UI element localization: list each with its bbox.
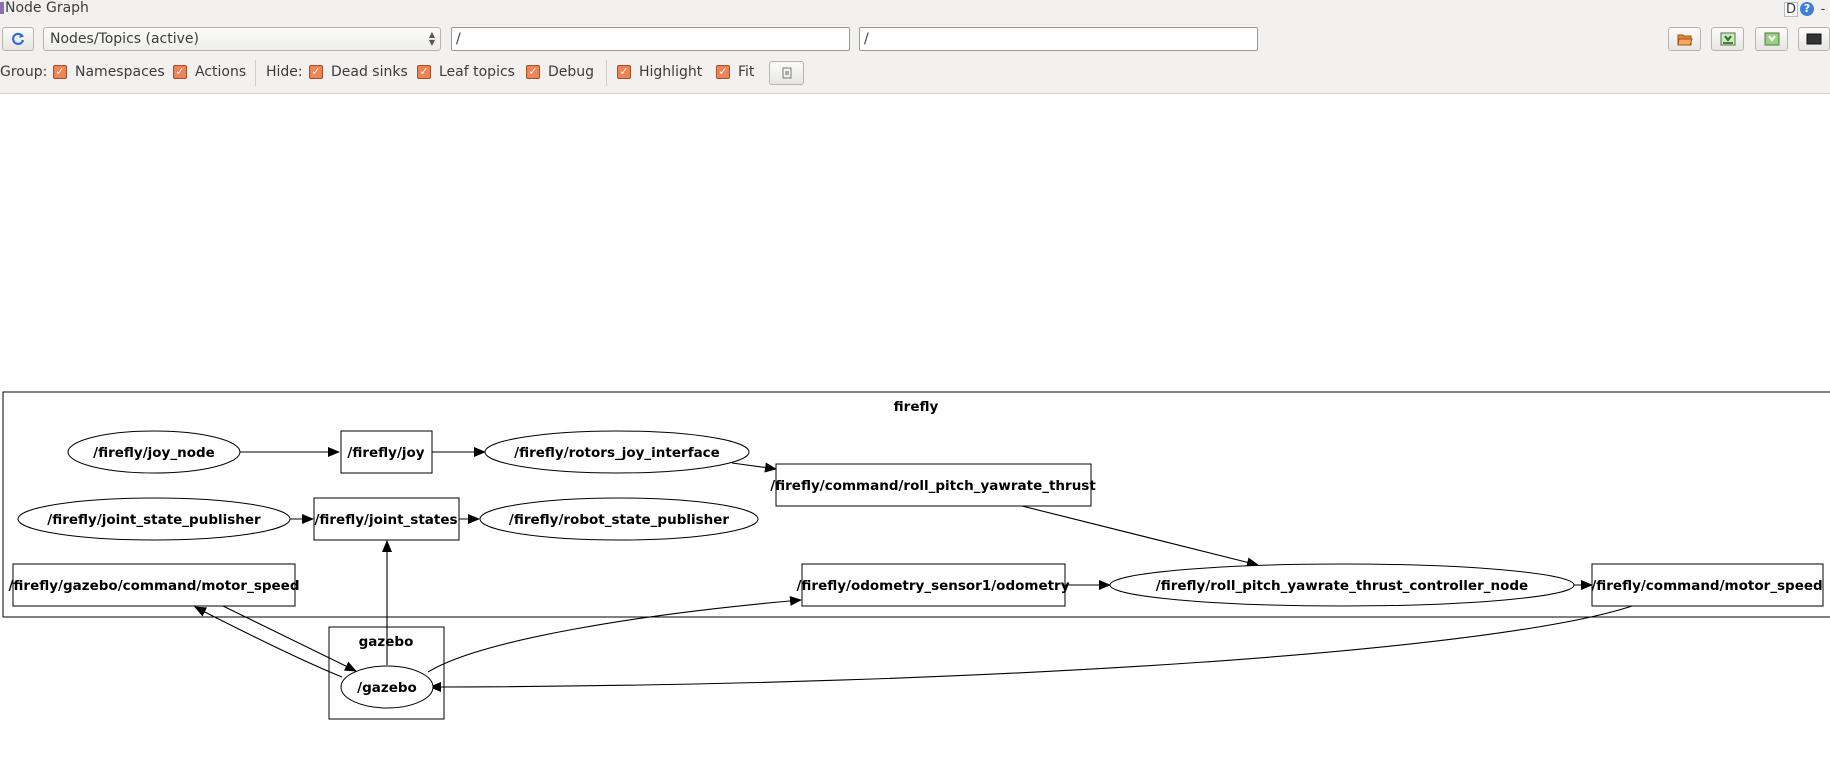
dead-sinks-label[interactable]: Dead sinks bbox=[331, 64, 408, 80]
edge bbox=[1021, 505, 1259, 568]
edge bbox=[194, 606, 343, 678]
title-bar: Node Graph D ? - bbox=[0, 0, 1830, 18]
load-dot-button[interactable] bbox=[1668, 27, 1701, 51]
graph-canvas[interactable]: firefly gazebo /firefly/joy_node bbox=[0, 94, 1830, 771]
save-image-button[interactable] bbox=[1798, 27, 1830, 51]
group-label: Group: bbox=[0, 64, 48, 80]
node-joint-state-publisher[interactable]: /firefly/joint_state_publisher bbox=[17, 497, 291, 541]
topic-joy[interactable]: /firefly/joy bbox=[340, 430, 433, 474]
save-svg-button[interactable] bbox=[1755, 27, 1788, 51]
screen-icon bbox=[1806, 33, 1822, 45]
node-joy-node-label: /firefly/joy_node bbox=[93, 445, 215, 461]
separator bbox=[606, 60, 607, 86]
window-title: Node Graph bbox=[5, 0, 89, 16]
graph-type-value: Nodes/Topics (active) bbox=[50, 31, 199, 47]
edge bbox=[429, 605, 1633, 692]
leaf-topics-label[interactable]: Leaf topics bbox=[439, 64, 515, 80]
save-svg-icon bbox=[1764, 32, 1779, 46]
topic-motor-speed-label: /firefly/command/motor_speed bbox=[1591, 578, 1822, 594]
cluster-firefly-label: firefly bbox=[894, 399, 939, 415]
folder-open-icon bbox=[1676, 34, 1693, 46]
toolbar: Nodes/Topics (active) ▲▼ / / Group: ✓ Na… bbox=[0, 18, 1830, 94]
fit-view-icon bbox=[782, 67, 791, 79]
topic-roll-pitch-yawrate-thrust[interactable]: /firefly/command/roll_pitch_yawrate_thru… bbox=[770, 463, 1096, 507]
save-dot-button[interactable] bbox=[1711, 27, 1744, 51]
minimize-button[interactable]: - bbox=[1820, 1, 1826, 17]
namespaces-checkbox[interactable]: ✓ bbox=[53, 65, 67, 79]
edge bbox=[427, 595, 802, 673]
topic-roll-pitch-yawrate-thrust-label: /firefly/command/roll_pitch_yawrate_thru… bbox=[770, 478, 1096, 494]
debug-label[interactable]: Debug bbox=[548, 64, 595, 80]
topic-odometry-label: /firefly/odometry_sensor1/odometry bbox=[796, 578, 1069, 594]
node-robot-state-publisher-label: /firefly/robot_state_publisher bbox=[509, 512, 730, 528]
debug-checkbox[interactable]: ✓ bbox=[526, 65, 540, 79]
topic-joy-label: /firefly/joy bbox=[347, 445, 424, 461]
graph-type-select[interactable]: Nodes/Topics (active) ▲▼ bbox=[43, 27, 441, 51]
node-rotors-joy-interface-label: /firefly/rotors_joy_interface bbox=[514, 445, 720, 461]
node-filter-input[interactable]: / bbox=[451, 27, 850, 51]
node-rotors-joy-interface[interactable]: /firefly/rotors_joy_interface bbox=[484, 430, 750, 474]
save-dot-icon bbox=[1720, 32, 1735, 46]
topic-joint-states[interactable]: /firefly/joint_states bbox=[313, 497, 460, 541]
node-gazebo[interactable]: /gazebo bbox=[340, 665, 434, 709]
actions-checkbox[interactable]: ✓ bbox=[173, 65, 187, 79]
graph-edges bbox=[194, 447, 1633, 692]
actions-label[interactable]: Actions bbox=[195, 64, 247, 80]
cluster-firefly: firefly bbox=[2, 391, 1830, 618]
fit-label[interactable]: Fit bbox=[738, 64, 755, 80]
refresh-icon bbox=[12, 32, 25, 45]
topic-gazebo-motor-speed-label: /firefly/gazebo/command/motor_speed bbox=[8, 578, 299, 594]
dock-button[interactable]: D bbox=[1783, 1, 1798, 17]
separator bbox=[255, 60, 256, 86]
node-controller[interactable]: /firefly/roll_pitch_yawrate_thrust_contr… bbox=[1109, 563, 1575, 607]
node-robot-state-publisher[interactable]: /firefly/robot_state_publisher bbox=[479, 497, 759, 541]
highlight-checkbox[interactable]: ✓ bbox=[617, 65, 631, 79]
topic-motor-speed[interactable]: /firefly/command/motor_speed bbox=[1591, 563, 1824, 607]
edge bbox=[731, 462, 777, 473]
namespaces-label[interactable]: Namespaces bbox=[75, 64, 165, 80]
spinner-arrows-icon: ▲▼ bbox=[428, 30, 435, 47]
refresh-button[interactable] bbox=[2, 27, 34, 51]
topic-filter-input[interactable]: / bbox=[859, 27, 1258, 51]
node-joint-state-publisher-label: /firefly/joint_state_publisher bbox=[47, 512, 261, 528]
node-controller-label: /firefly/roll_pitch_yawrate_thrust_contr… bbox=[1156, 578, 1528, 594]
highlight-label[interactable]: Highlight bbox=[639, 64, 703, 80]
topic-gazebo-motor-speed[interactable]: /firefly/gazebo/command/motor_speed bbox=[8, 563, 300, 607]
edge bbox=[222, 605, 357, 672]
hide-label: Hide: bbox=[266, 64, 303, 80]
app-icon bbox=[0, 2, 4, 14]
cluster-gazebo-label: gazebo bbox=[359, 634, 414, 650]
node-joy-node[interactable]: /firefly/joy_node bbox=[67, 430, 241, 474]
topic-joint-states-label: /firefly/joint_states bbox=[314, 512, 457, 528]
node-gazebo-label: /gazebo bbox=[357, 680, 417, 696]
topic-odometry[interactable]: /firefly/odometry_sensor1/odometry bbox=[796, 563, 1070, 607]
fit-in-view-button[interactable] bbox=[769, 61, 804, 85]
fit-checkbox[interactable]: ✓ bbox=[716, 65, 730, 79]
help-icon[interactable]: ? bbox=[1800, 2, 1814, 16]
dead-sinks-checkbox[interactable]: ✓ bbox=[309, 65, 323, 79]
leaf-topics-checkbox[interactable]: ✓ bbox=[417, 65, 431, 79]
